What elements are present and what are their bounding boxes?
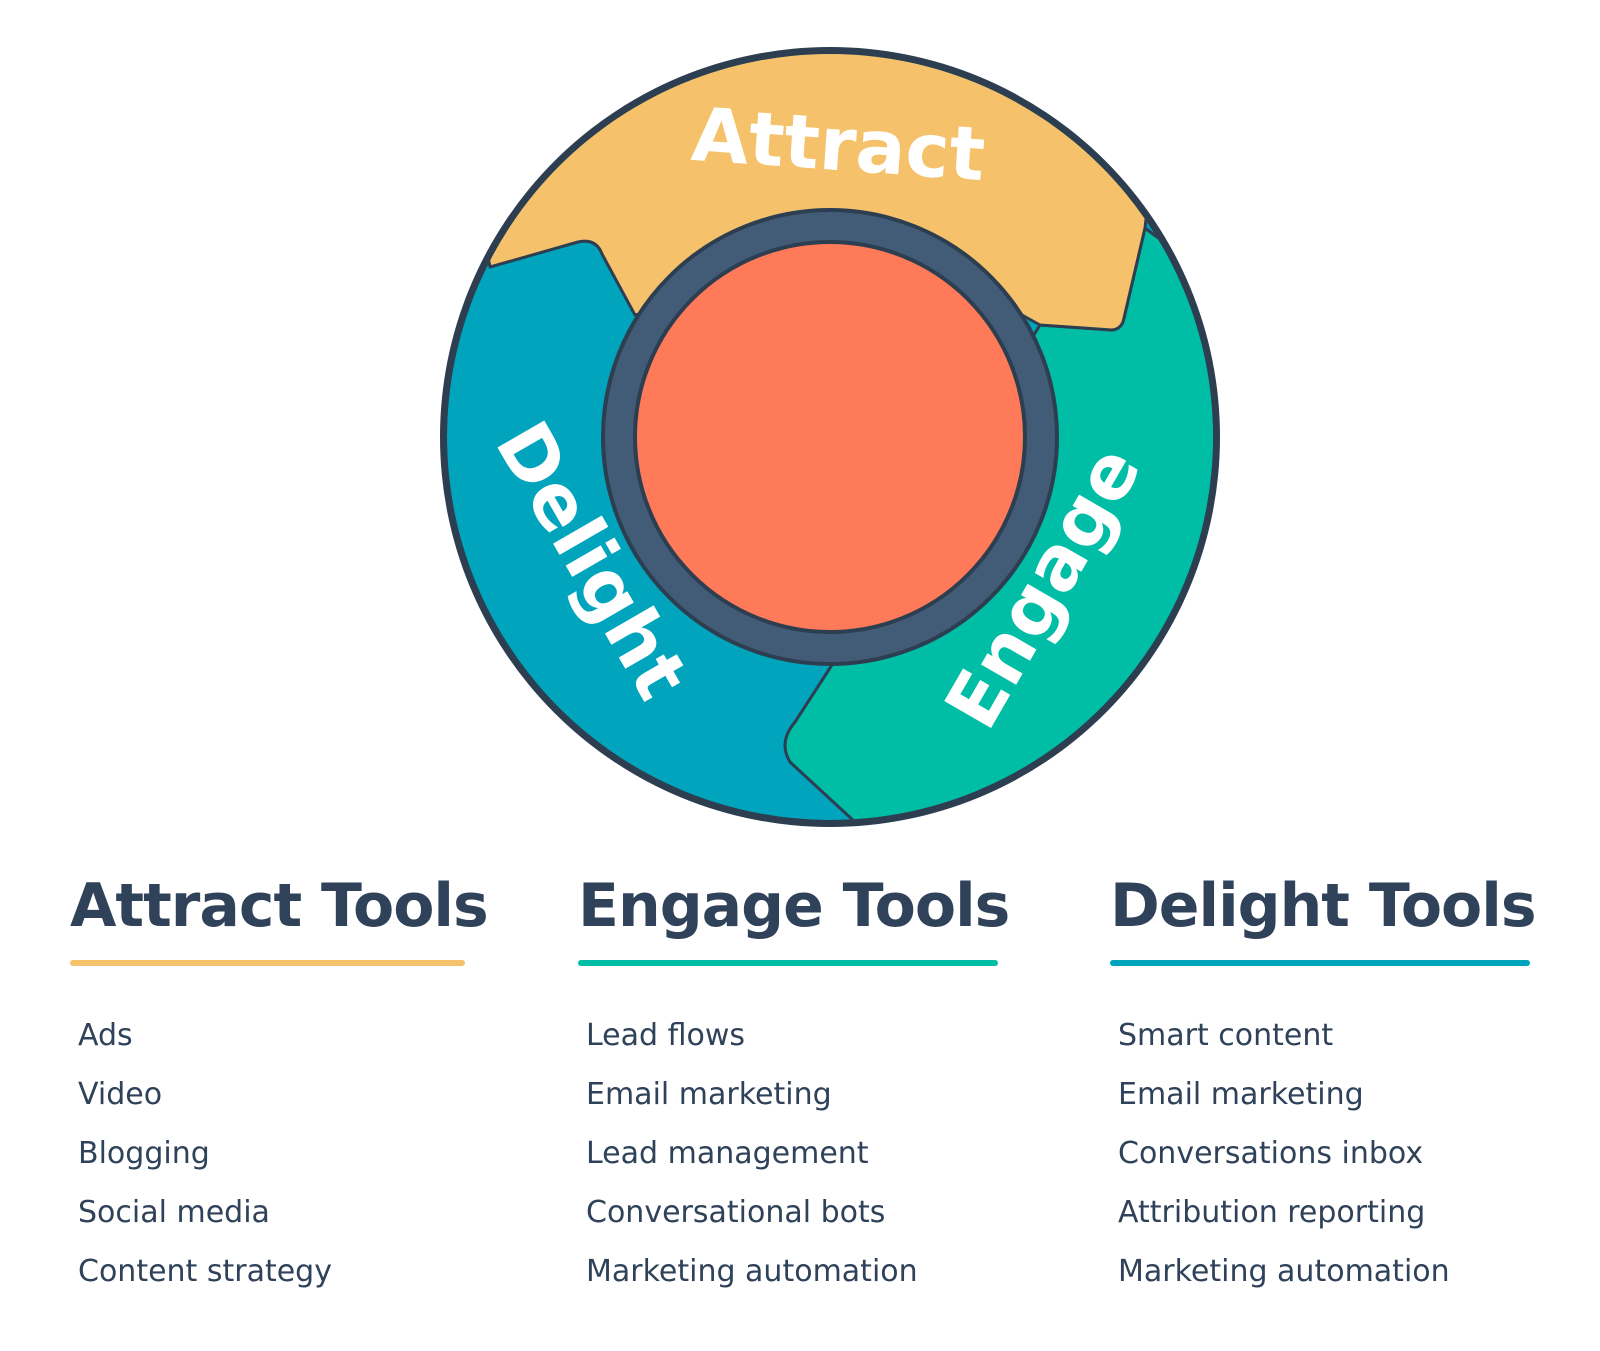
attract-tools-column: Attract Tools Ads Video Blogging Social … bbox=[70, 870, 489, 1301]
delight-tools-underline bbox=[1110, 960, 1530, 966]
list-item: Lead management bbox=[586, 1136, 869, 1171]
list-item: Lead flows bbox=[586, 1018, 746, 1053]
list-item: Content strategy bbox=[78, 1254, 332, 1289]
list-item: Conversations inbox bbox=[1118, 1136, 1424, 1171]
list-item: Video bbox=[78, 1077, 163, 1112]
engage-tools-underline bbox=[578, 960, 998, 966]
list-item: Ads bbox=[78, 1018, 133, 1053]
list-item: Attribution reporting bbox=[1118, 1195, 1426, 1230]
flywheel-diagram: Attract Engage Delight bbox=[440, 47, 1220, 827]
list-item: Email marketing bbox=[1118, 1077, 1364, 1112]
hub-center bbox=[633, 240, 1027, 634]
delight-tools-list: Smart content Email marketing Conversati… bbox=[1118, 1006, 1530, 1301]
list-item: Social media bbox=[78, 1195, 270, 1230]
list-item: Marketing automation bbox=[1118, 1254, 1450, 1289]
list-item: Blogging bbox=[78, 1136, 210, 1171]
engage-tools-list: Lead flows Email marketing Lead manageme… bbox=[586, 1006, 998, 1301]
list-item: Conversational bots bbox=[586, 1195, 886, 1230]
engage-tools-heading: Engage Tools bbox=[578, 871, 1010, 941]
list-item: Email marketing bbox=[586, 1077, 832, 1112]
attract-tools-list: Ads Video Blogging Social media Content … bbox=[78, 1006, 465, 1301]
list-item: Smart content bbox=[1118, 1018, 1334, 1053]
attract-tools-heading: Attract Tools bbox=[70, 871, 489, 941]
engage-tools-column: Engage Tools Lead flows Email marketing … bbox=[578, 870, 1010, 1301]
label-attract: Attract bbox=[689, 92, 988, 198]
list-item: Marketing automation bbox=[586, 1254, 918, 1289]
attract-tools-underline bbox=[70, 960, 465, 966]
delight-tools-column: Delight Tools Smart content Email market… bbox=[1110, 870, 1537, 1301]
delight-tools-heading: Delight Tools bbox=[1110, 871, 1537, 941]
